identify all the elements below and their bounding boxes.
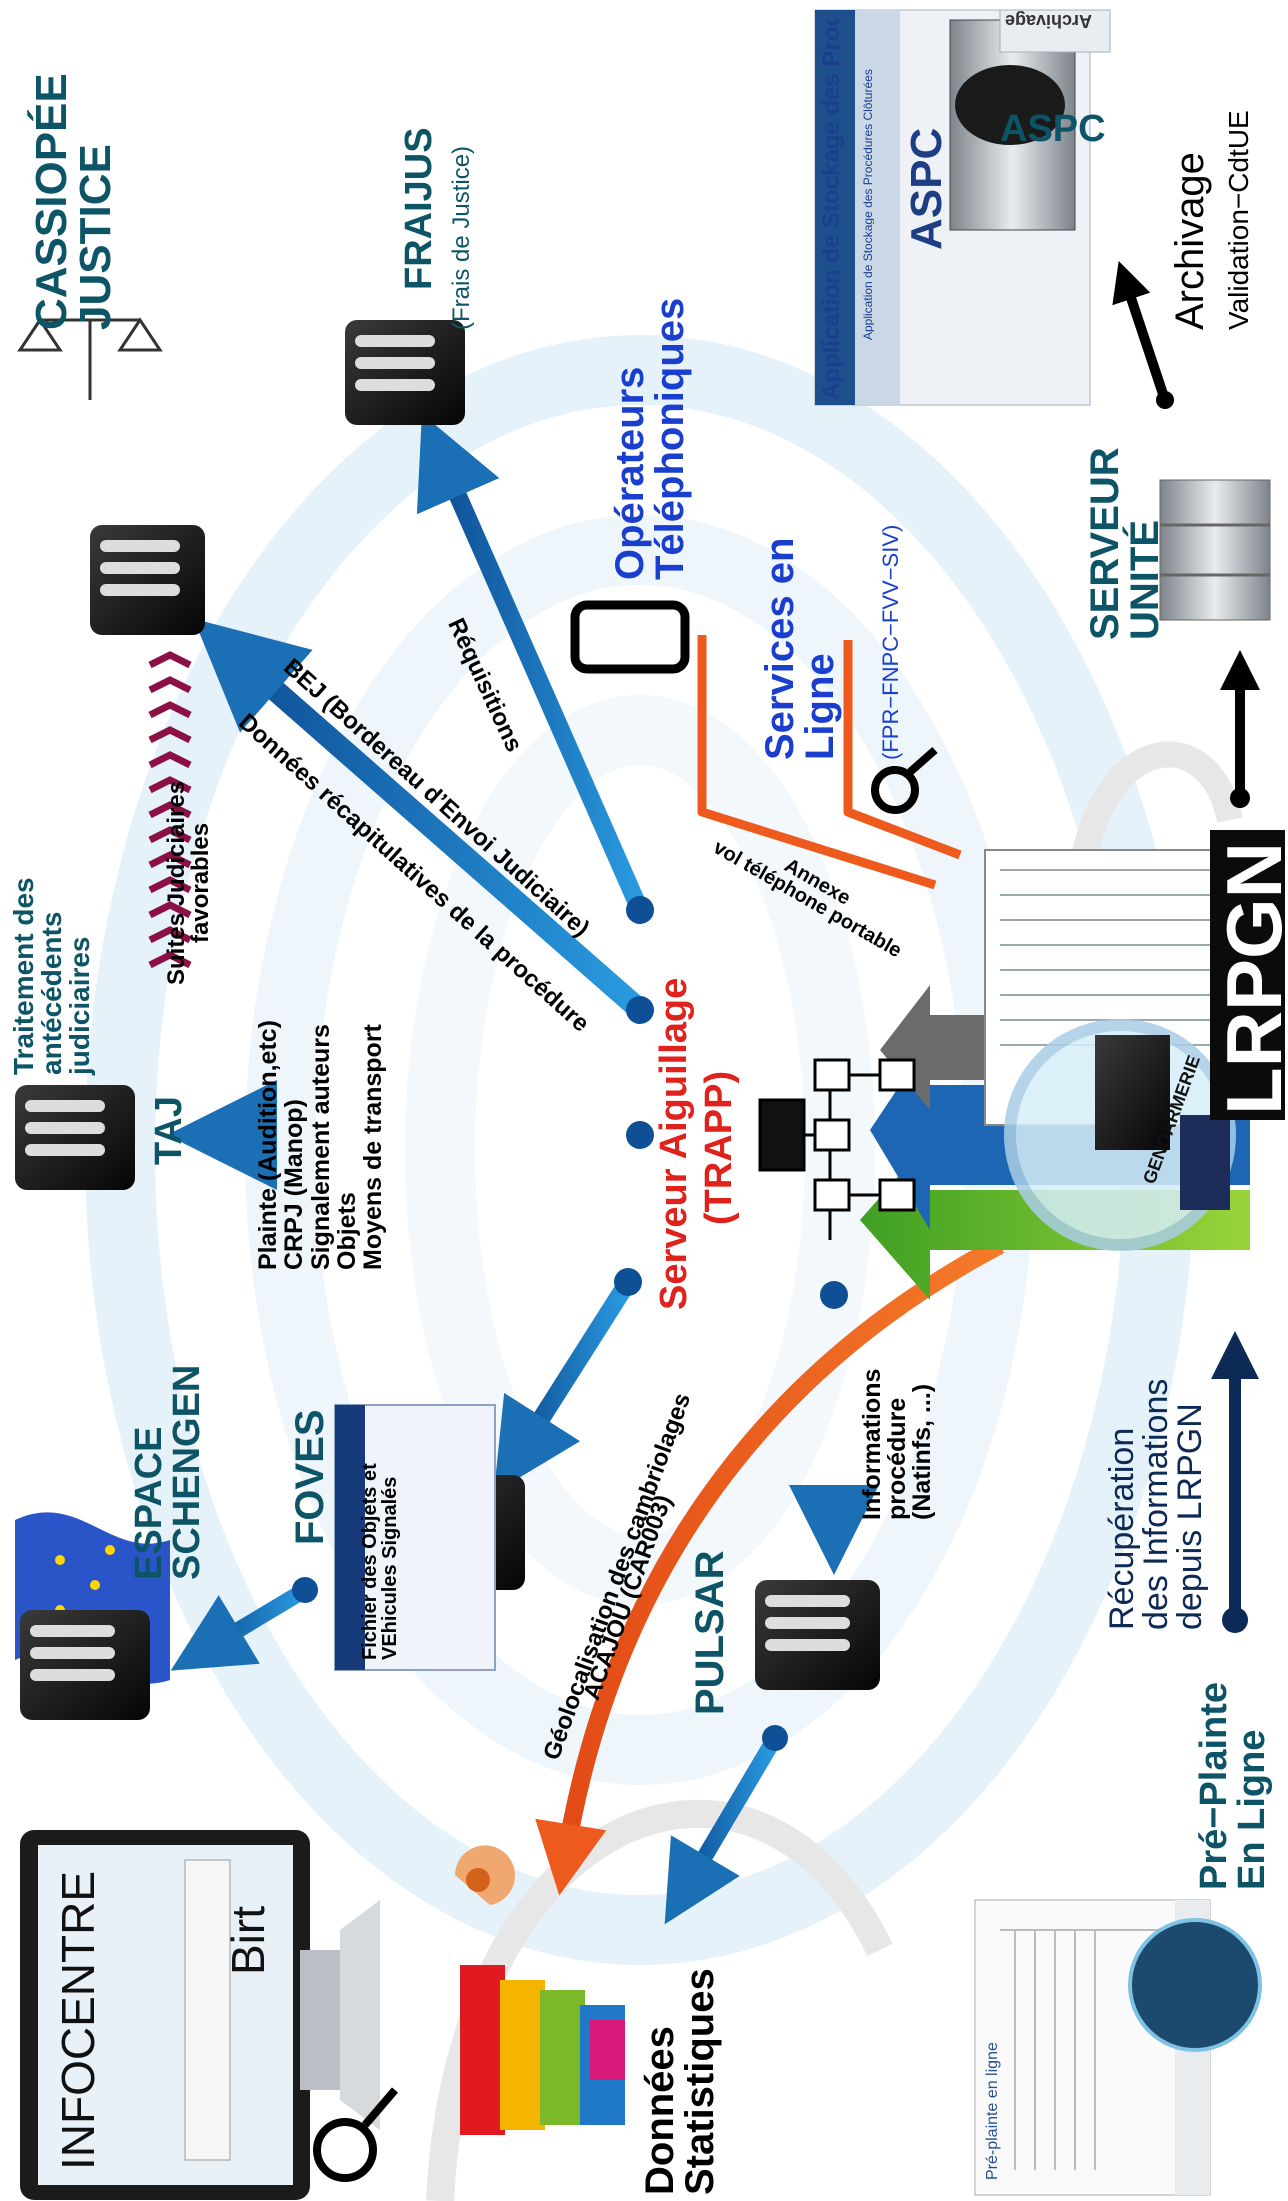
server-cassiopee <box>90 525 205 635</box>
pre-plainte-label: Pré−Plainte En Ligne <box>1193 1681 1273 1890</box>
archivage-arrow <box>1112 261 1174 409</box>
trapp-label: (TRAPP) <box>698 1070 740 1225</box>
donnees-statistiques-label: Données Statistiques <box>638 1968 722 2195</box>
aspc-app-title: Application de Stockage des Procédures C… <box>820 20 844 400</box>
server-taj <box>15 1085 135 1190</box>
donnees-statistiques-icon <box>460 1965 625 2135</box>
server-schengen <box>20 1610 150 1720</box>
network-hub-icon <box>758 1058 916 1240</box>
infocentre-label: INFOCENTRE <box>52 1871 104 2170</box>
services-sub-label: (FPR−FNPC−FVV−SIV) <box>878 524 903 760</box>
foves-desc: Fichier des Objets et VEhicules Signalés <box>359 1463 401 1660</box>
magnifier-icon <box>313 746 938 2182</box>
recuperation-arrow <box>1211 1331 1259 1633</box>
fraijus-title: FRAIJUS <box>398 127 440 290</box>
serveur-unite-icon <box>1159 479 1271 621</box>
justice-scales-icon <box>17 317 163 400</box>
taj-chevrons <box>148 651 192 969</box>
serveur-unite-arrow <box>1220 650 1260 808</box>
birt-label: Birt <box>222 1906 274 1975</box>
validation-label: Validation−CdtUE <box>1223 110 1254 330</box>
plainte-list: Plainte (Audition,etc) CRPJ (Manop) Sign… <box>254 1020 387 1270</box>
aspc-screenshot <box>814 9 1111 406</box>
espace-schengen-label: ESPACE SCHENGEN <box>128 1364 208 1580</box>
upper-arc <box>1067 741 1243 882</box>
fraijus-subtitle: (Frais de Justice) <box>448 145 475 330</box>
suites-label: Suites Judiciaires favorables <box>163 780 214 985</box>
pre-plainte-screenshot <box>974 1899 1262 2196</box>
aspc-label: ASPC <box>1000 108 1106 150</box>
services-en-ligne-label: Services en Ligne <box>758 537 842 760</box>
server-pulsar <box>755 1580 880 1690</box>
lrpgn-label: LRPGN <box>1210 842 1288 1115</box>
recuperation-label: Récupération des Informations depuis LRP… <box>1103 1378 1209 1630</box>
orange-links <box>697 635 962 890</box>
archivage-label: Archivage <box>1168 152 1212 330</box>
server-fraijus <box>345 320 465 425</box>
serveur-unite-label: SERVEUR UNITÉ <box>1083 447 1167 640</box>
geolocation-pin-icon <box>455 1845 515 1905</box>
pulsar-label: PULSAR <box>688 1550 732 1715</box>
lrpgn-visual <box>984 830 1285 1251</box>
aspc-app-logo: ASPC <box>902 127 951 250</box>
acajou-arrow <box>535 1237 1005 1896</box>
operateurs-label: Opérateurs Téléphoniques <box>608 297 692 580</box>
foves-screenshot-header <box>335 1405 365 1670</box>
informations-label: Informations procédure (Natinfs, ...) <box>858 1368 936 1520</box>
aspc-app-subtitle: Application de Stockage des Procédures C… <box>862 69 874 340</box>
phone-icon <box>570 600 690 674</box>
traitement-label: Traitement des antécédents judiciaires <box>8 877 95 1075</box>
foves-label: FOVES <box>288 1409 332 1545</box>
aspc-archive-tab: Archivage <box>1005 11 1093 31</box>
infocentre-monitor <box>20 1830 380 2200</box>
pre-plainte-site-title: Pré-plainte en ligne <box>984 2042 1001 2180</box>
serveur-aiguillage-label: Serveur Aiguillage <box>653 977 695 1310</box>
taj-label: TAJ <box>148 1096 190 1165</box>
cassiopee-label: CASSIOPÉE JUSTICE <box>27 73 120 330</box>
flow-arrows <box>167 413 879 1925</box>
